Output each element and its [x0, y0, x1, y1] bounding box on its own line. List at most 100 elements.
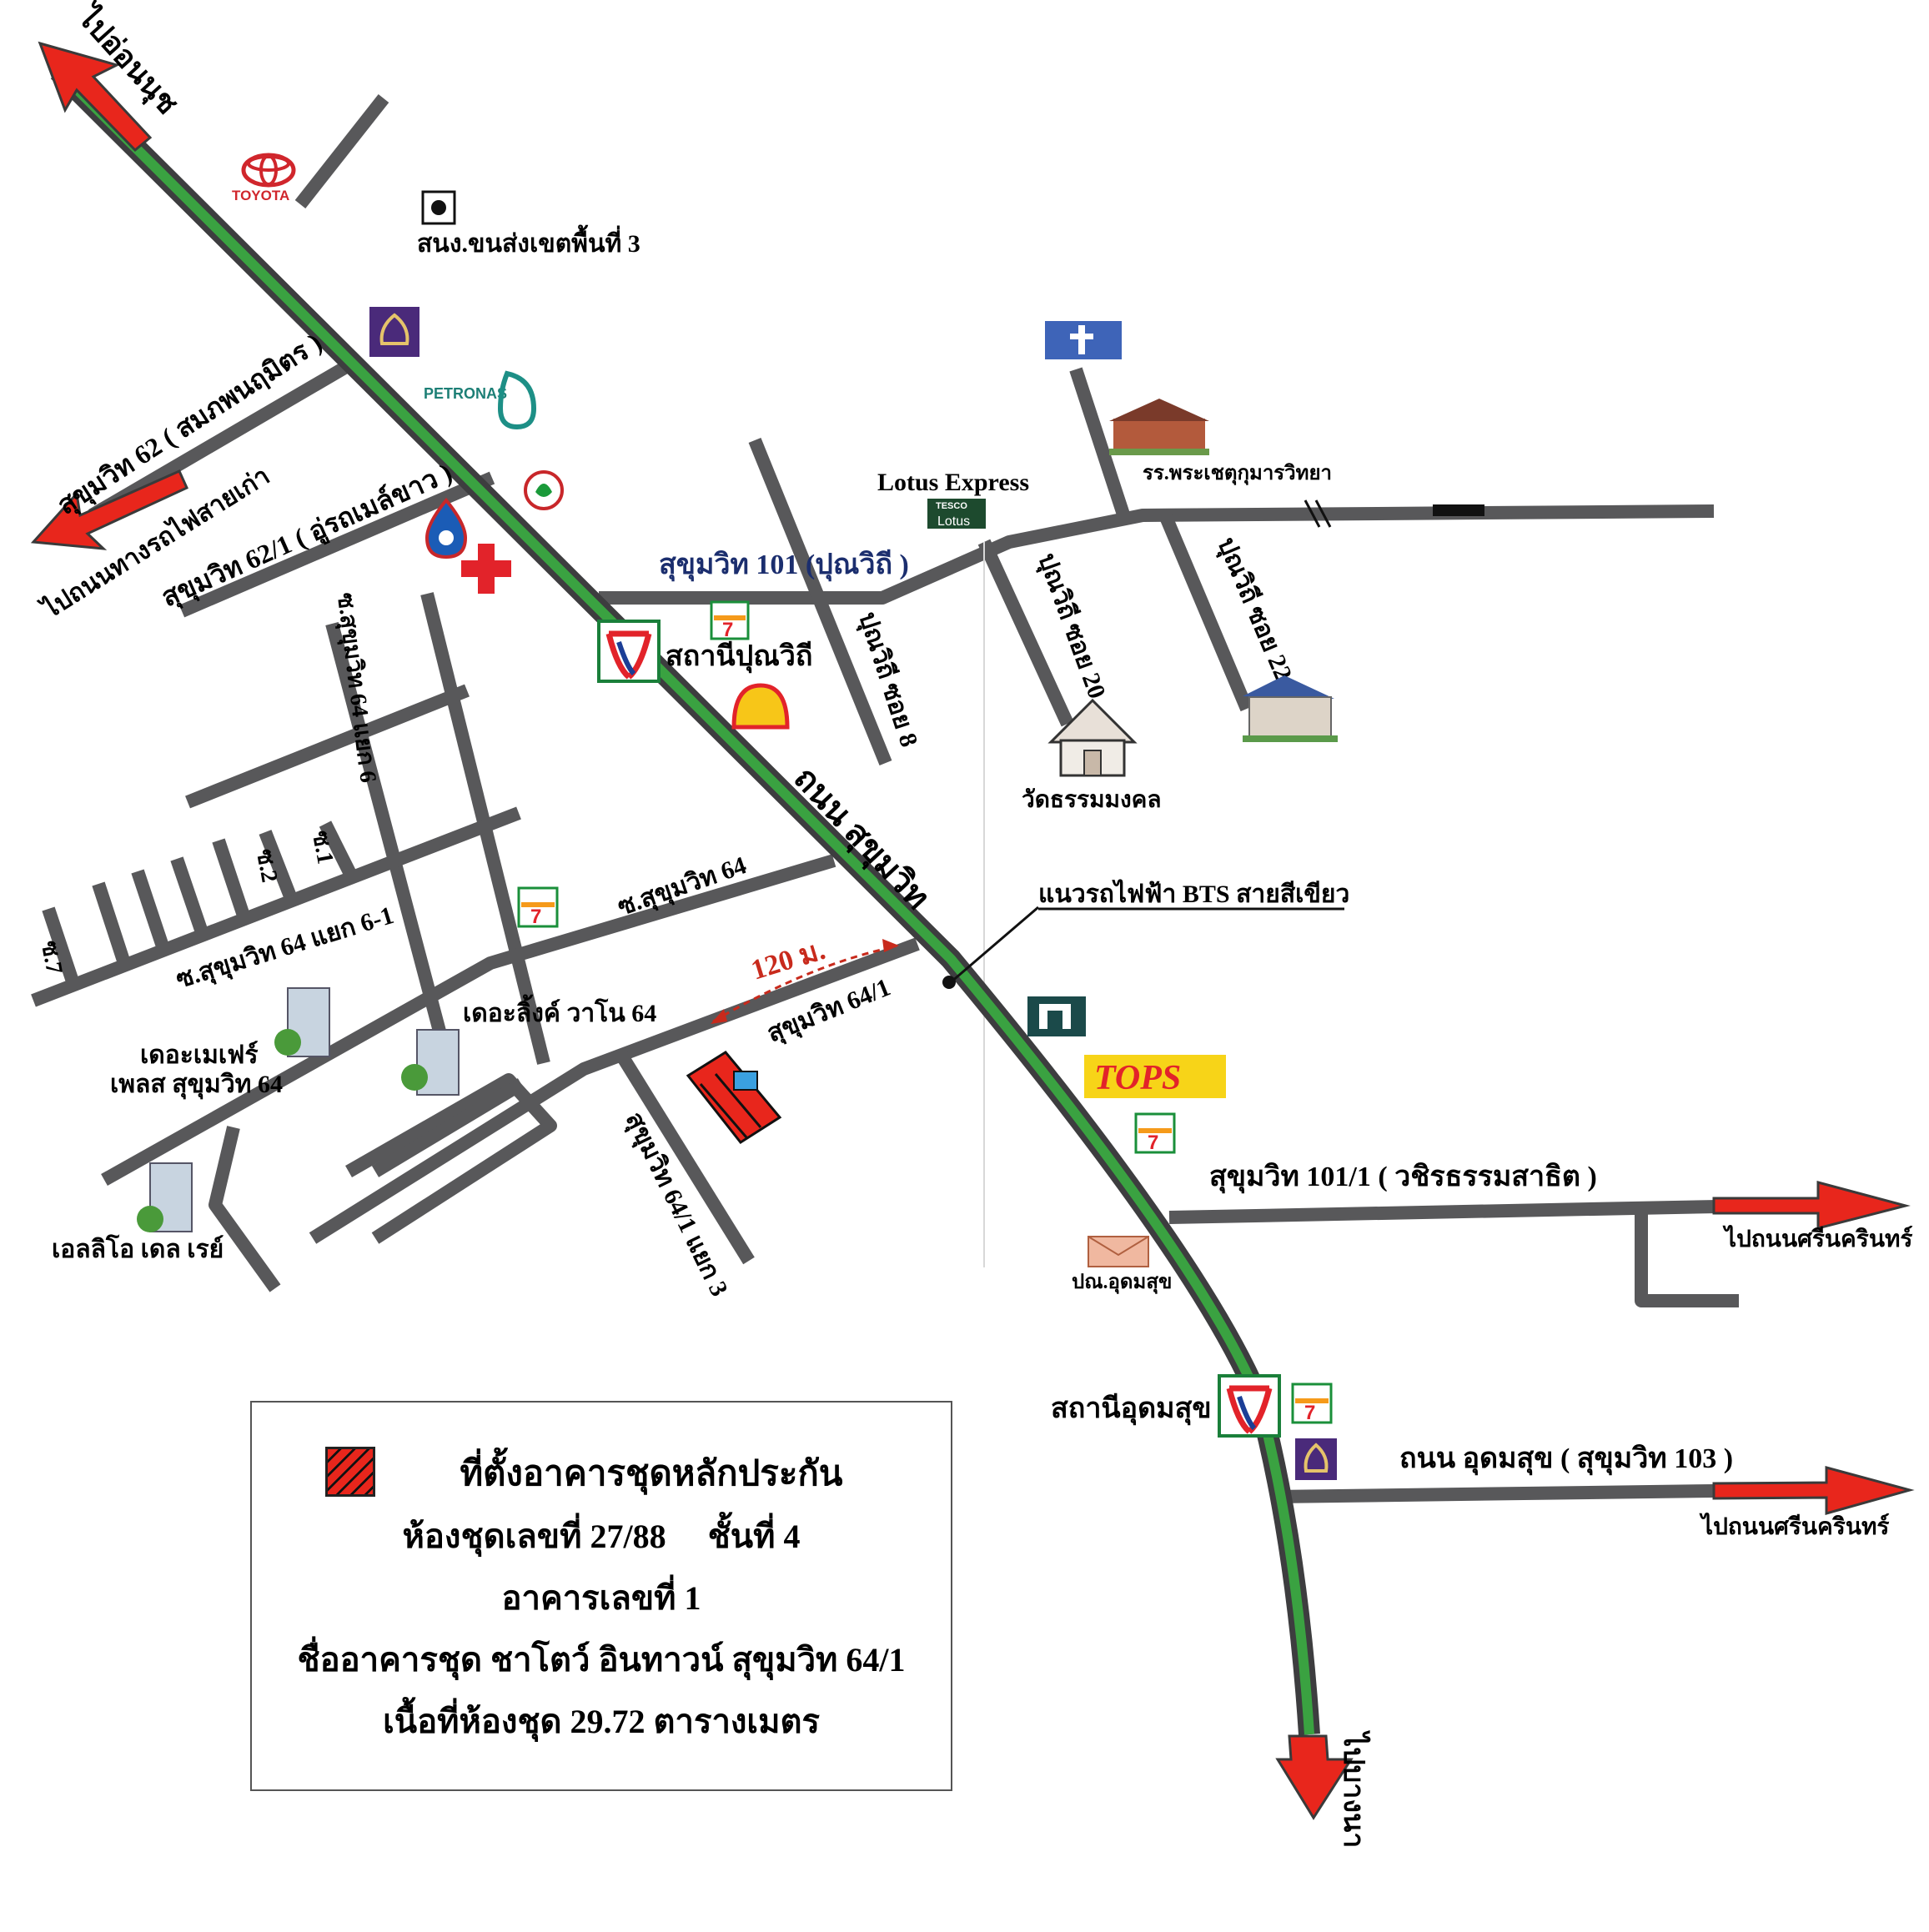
road-soi-5 [131, 869, 169, 949]
road-network [31, 94, 1739, 1503]
ptt-station [424, 497, 468, 560]
road-punnawithi-20 [977, 539, 1074, 727]
road-64-1-inner [371, 1078, 525, 1177]
road-101-1-spur [1635, 1211, 1739, 1307]
bts-station-udomsuk: สถานีอุดมสุข [1051, 1374, 1281, 1438]
road-sukhumvit-101-1 [1168, 1200, 1719, 1224]
seven-eleven-1: 7 [710, 600, 750, 641]
bts-pointer-dot [942, 976, 956, 989]
ptt-icon [424, 497, 468, 560]
school: รร.พระเชตุกุมารวิทยา [1109, 399, 1332, 486]
shell-icon [731, 683, 790, 730]
svg-text:7: 7 [1304, 1402, 1315, 1424]
label-bts-line: แนวรถไฟฟ้า BTS สายสีเขียว [1038, 879, 1349, 908]
label-mayfair-2: เพลส สุขุมวิท 64 [110, 1071, 283, 1100]
hospital [461, 544, 511, 594]
label-to-srinakarin-1: ไปถนนศรีนครินทร์ [1722, 1225, 1912, 1252]
label-tesco: TESCO [936, 501, 967, 511]
road-the-link-spur [345, 1073, 557, 1244]
road-top-spur [294, 94, 389, 208]
label-to-srinakarin-2: ไปถนนศรีนครินทร์ [1699, 1513, 1889, 1540]
label-bts-udomsuk: สถานีอุดมสุข [1051, 1393, 1212, 1426]
legend-area: เนื้อที่ห้องชุด 29.72 ตารางเมตร [383, 1703, 820, 1740]
road-break-mark-2 [1314, 499, 1332, 528]
toyota-logo: TOYOTA [232, 153, 296, 203]
mayfair-building: เดอะเมเฟร์ เพลส สุขุมวิท 64 [110, 987, 330, 1100]
label-punnawithi-8: ปุณวิถี ซอย 8 [851, 609, 922, 750]
legend-box: ที่ตั้งอาคารชุดหลักประกัน ห้องชุดเลขที่ … [250, 1401, 952, 1791]
svg-text:7: 7 [530, 906, 541, 928]
label-sukhumvit-64-1: สุขุมวิท 64/1 [763, 973, 895, 1049]
church [1045, 321, 1122, 359]
road-soi-7 [42, 906, 80, 986]
road-udomsuk [1273, 1484, 1715, 1503]
distance-arc [712, 945, 897, 1023]
label-bts-punnawithi: สถานีปุณวิถี [666, 640, 812, 674]
legend-building-name: ชื่ออาคารชุด ชาโตว์ อินทาวน์ สุขุมวิท 64… [297, 1641, 906, 1679]
petronas-station: PETRONAS [424, 370, 537, 430]
label-transport-office: สนง.ขนส่งเขตพื้นที่ 3 [417, 224, 640, 258]
label-soi-64-yaek-6-1: ซ.สุขุมวิท 64 แยก 6-1 [173, 901, 397, 996]
road-sukhumvit-64-1-yaek-3 [615, 1051, 755, 1265]
post-office: ปณ.อุดมสุข [1072, 1236, 1172, 1295]
road-sukhumvit-62-1 [178, 471, 495, 618]
petronas-icon [497, 370, 537, 430]
label-wat: วัดธรรมมงคล [1022, 787, 1162, 813]
road-soi-1 [319, 820, 357, 877]
transport-office: สนง.ขนส่งเขตพื้นที่ 3 [417, 190, 640, 258]
seven-eleven-2: 7 [517, 886, 559, 928]
label-soi-2: ซ.2 [251, 847, 282, 885]
mail-icon [1088, 1236, 1149, 1267]
road-sukhumvit-101 [599, 504, 1715, 605]
road-punnawithi-8 [748, 437, 892, 766]
shell-station [731, 683, 790, 730]
road-soi-64-yaek-6-1 [31, 806, 521, 1007]
svg-text:7: 7 [722, 619, 733, 641]
road-punnawithi-north [1069, 367, 1131, 519]
label-soi-1: ซ.1 [307, 829, 338, 866]
tops-icon [1084, 1055, 1226, 1098]
label-lotus: Lotus [937, 514, 970, 529]
seven-eleven-4: 7 [1291, 1383, 1333, 1424]
tops-market: TOPS [1084, 1055, 1226, 1098]
label-elio: เอลลิโอ เดล เรย์ [52, 1233, 224, 1263]
label-mayfair: เดอะเมเฟร์ [140, 1041, 259, 1069]
road-soi-64-south-spur [208, 1126, 281, 1292]
svg-text:7: 7 [1148, 1132, 1158, 1154]
elio-building: เอลลิโอ เดล เรย์ [52, 1162, 224, 1263]
bts-pointer-line [950, 906, 1039, 984]
krungsri-bank [1027, 996, 1086, 1036]
distance-arrow-head-1 [711, 1009, 727, 1024]
kasikorn-bank [524, 470, 564, 510]
road-soi-6 [92, 881, 130, 963]
the-link-building: เดอะลิ้งค์ วาโน 64 [401, 994, 656, 1096]
arrow-to-on-nut [38, 41, 153, 153]
label-soi-7: ซ.7 [36, 939, 67, 976]
road-soi-64-upper [185, 684, 470, 809]
label-sukhumvit-62: สุขุมวิท 62 ( สมภพนฤมิตร ) [52, 327, 329, 522]
arrow-to-old-railway [30, 469, 188, 550]
bts-station-punnawithi: สถานีปุณวิถี [597, 620, 812, 683]
road-soi-64-1 [309, 937, 920, 1244]
bank-scb-2 [1295, 1438, 1337, 1480]
arrow-to-srinakarin-1 [1712, 1181, 1911, 1230]
label-lotus-express: Lotus Express [877, 469, 1029, 496]
property-location [686, 1051, 782, 1144]
lotus-express: Lotus Express TESCO Lotus [877, 469, 1029, 529]
road-soi-3 [212, 838, 250, 918]
label-sukhumvit-101: สุขุมวิท 101 (ปุณวิถี ) [659, 549, 909, 582]
wat: วัดธรรมมงคล [1022, 698, 1162, 813]
label-to-bang-na: ไปบางนา [1338, 1730, 1371, 1848]
bts-logo-icon [597, 620, 661, 683]
road-soi-4 [170, 856, 208, 935]
hospital-cross-icon [461, 544, 511, 594]
label-sukhumvit-main: ถนน สุขุมวิท [785, 759, 937, 918]
label-tops: TOPS [1094, 1059, 1181, 1097]
road-break-mark-1 [1304, 499, 1321, 528]
house-icon [1243, 675, 1334, 699]
label-soi-64-yaek-6: ซ.สุขุมวิท 64 แยก 6 [331, 591, 381, 784]
property-pool-icon [733, 1071, 758, 1091]
legend-title: ที่ตั้งอาคารชุดหลักประกัน [460, 1455, 843, 1493]
legend-room-number: ห้องชุดเลขที่ 27/88 ชั้นที่ 4 [402, 1518, 801, 1555]
